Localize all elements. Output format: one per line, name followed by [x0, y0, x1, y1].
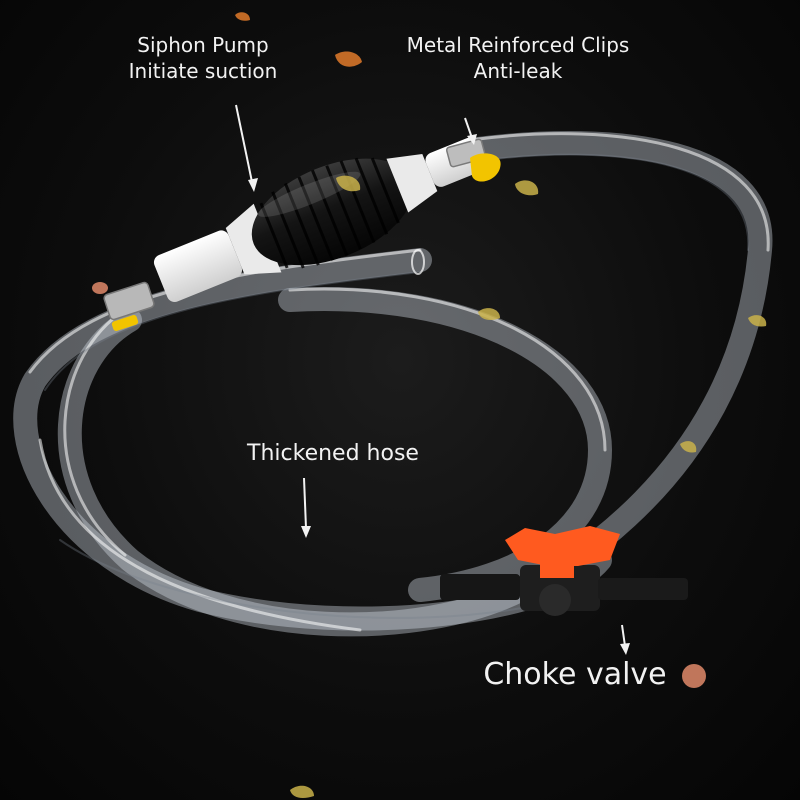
metal-reinforced-clip — [445, 138, 501, 182]
choke-valve — [440, 526, 688, 616]
clips-title: Metal Reinforced Clips — [406, 33, 630, 57]
decorative-leaves — [92, 12, 767, 798]
left-hose-clamp — [103, 281, 155, 331]
clips-subtitle: Anti-leak — [473, 59, 563, 83]
siphon-pump-subtitle: Initiate suction — [128, 59, 278, 83]
siphon-pump-label: Siphon Pump Initiate suction — [108, 32, 298, 84]
hose-label: Thickened hose — [247, 441, 419, 466]
thickened-hose — [13, 131, 773, 637]
pointer-arrows — [235, 104, 630, 655]
siphon-pump-title: Siphon Pump — [137, 33, 269, 57]
choke-valve-label: Choke valve — [483, 657, 667, 692]
clips-label: Metal Reinforced Clips Anti-leak — [380, 32, 656, 84]
